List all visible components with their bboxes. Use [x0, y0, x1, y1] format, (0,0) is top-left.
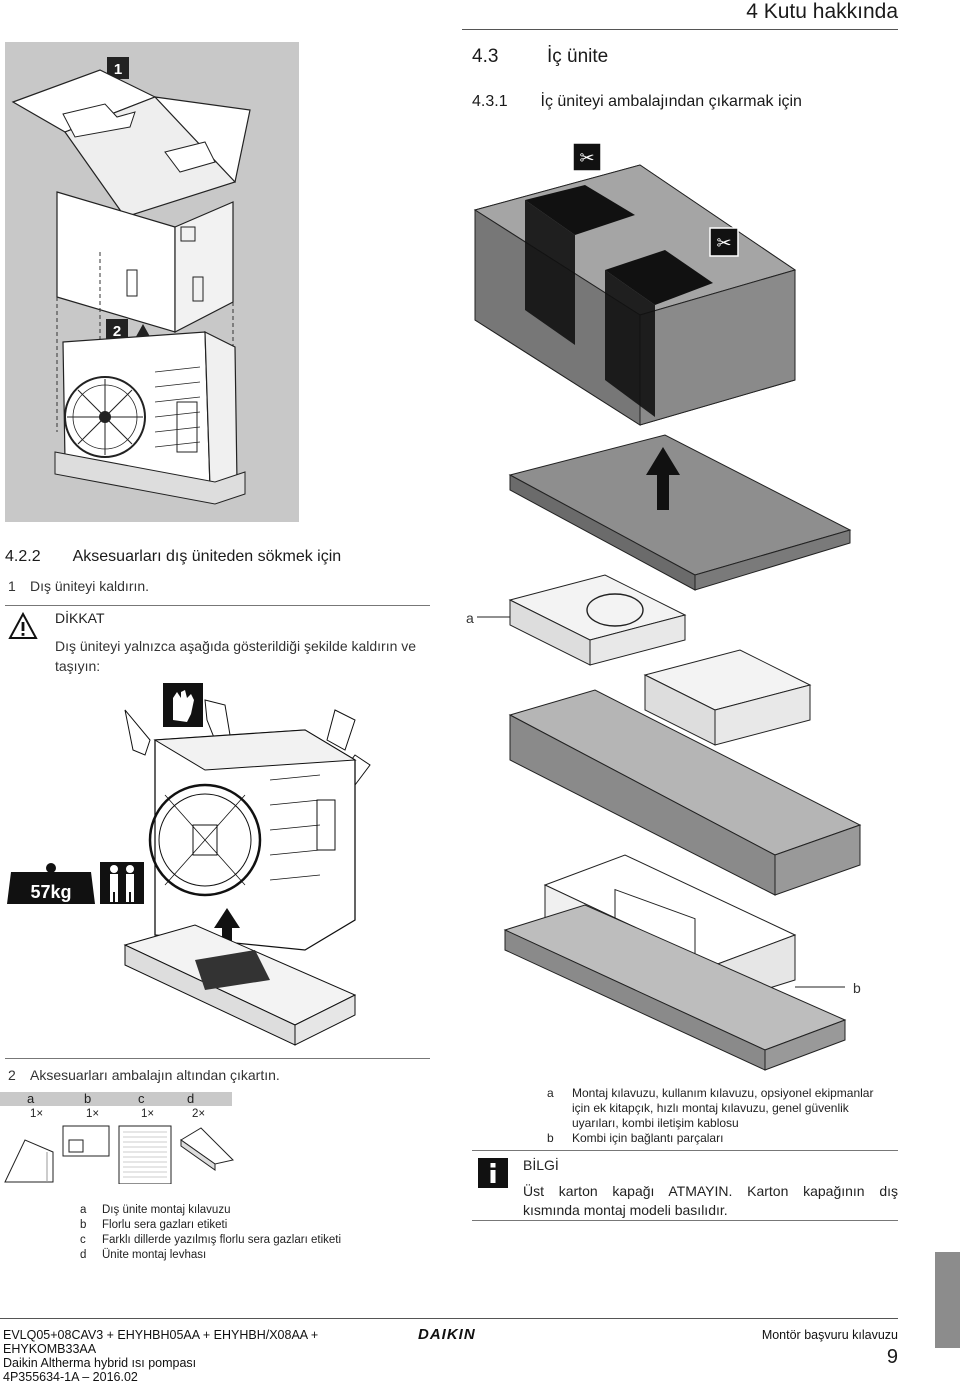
info-line: Üst karton kapağı ATMAYIN. Karton kapağı…	[523, 1183, 898, 1199]
legend-row: b Florlu sera gazları etiketi	[80, 1218, 341, 1233]
section-title: İç ünite	[546, 46, 609, 67]
chapter-title: 4 Kutu hakkında	[746, 0, 898, 23]
legend-key: d	[80, 1249, 87, 1261]
step2-rule	[5, 1058, 430, 1059]
legend-text: Montaj kılavuzu, kullanım kılavuzu, opsi…	[572, 1086, 873, 1131]
caution-text: Dış üniteyi yalnızca aşağıda gösterildiğ…	[55, 636, 416, 676]
step-number: 1	[8, 578, 16, 594]
section-number: 4.3	[472, 46, 499, 67]
footer-rule	[0, 1318, 898, 1319]
accessory-letter-c: c	[138, 1091, 145, 1106]
legend-key: a	[80, 1204, 87, 1216]
header-rule	[462, 29, 898, 30]
legend-row: c Farklı dillerde yazılmış florlu sera ga…	[80, 1233, 341, 1248]
caution-top-rule	[5, 605, 430, 606]
info-line: kısmında montaj modeli basılıdır.	[523, 1202, 728, 1218]
accessory-qty-a: 1×	[30, 1108, 44, 1120]
section-4-3-heading: 4.3 İç ünite	[472, 46, 608, 68]
legend-text: Florlu sera gazları etiketi	[102, 1219, 228, 1231]
footer-guide: Montör başvuru kılavuzu	[761, 1328, 898, 1342]
accessory-legend: a Dış ünite montaj kılavuzu b Florlu sera …	[80, 1203, 341, 1263]
step-number: 2	[8, 1067, 16, 1083]
section-title: Aksesuarları dış üniteden sökmek için	[72, 548, 342, 565]
side-tab-marker	[935, 1252, 960, 1348]
indoor-legend: a Montaj kılavuzu, kullanım kılavuzu, op…	[547, 1086, 873, 1146]
legend-key: b	[547, 1131, 554, 1145]
accessory-qty-b: 1×	[86, 1108, 100, 1120]
outdoor-unpacking-illustration: 1 2	[11, 57, 251, 505]
step-marker-2: 2	[113, 323, 121, 340]
scissors-icon	[572, 142, 602, 172]
callout-a: a	[466, 610, 474, 626]
scissors-icon	[709, 227, 739, 257]
indoor-exploded-illustration: ✂ ✂	[473, 142, 862, 1071]
svg-text:✂: ✂	[579, 148, 594, 169]
indoor-unpacking-figure: ✂ ✂	[465, 135, 885, 1080]
legend-row: a Montaj kılavuzu, kullanım kılavuzu, op…	[547, 1086, 873, 1131]
legend-key: b	[80, 1219, 87, 1231]
legend-key: c	[80, 1234, 86, 1246]
accessory-header-bar	[0, 1092, 232, 1106]
footer-product: Daikin Altherma hybrid ısı pompası	[3, 1356, 197, 1370]
legend-row: a Dış ünite montaj kılavuzu	[80, 1203, 341, 1218]
accessory-items	[3, 1122, 235, 1185]
weight-label: 57kg	[30, 882, 71, 902]
two-person-icon	[100, 862, 144, 904]
step-1: 1 Dış üniteyi kaldırın.	[8, 578, 149, 594]
section-title: İç üniteyi ambalajından çıkarmak için	[540, 93, 802, 110]
warning-icon	[8, 611, 38, 645]
accessory-qty-d: 2×	[192, 1108, 206, 1120]
footer-left: EVLQ05+08CAV3 + EHYHBH05AA + EHYHBH/X08A…	[3, 1328, 318, 1384]
info-top-rule	[472, 1150, 898, 1151]
outdoor-unpacking-figure: 1 2	[5, 42, 299, 522]
accessory-letter-a: a	[27, 1091, 35, 1106]
caution-title: DİKKAT	[55, 610, 105, 626]
legend-text: Dış ünite montaj kılavuzu	[102, 1204, 231, 1216]
legend-row: b Kombi için bağlantı parçaları	[547, 1131, 873, 1146]
legend-line: için ek kitapçık, hızlı montaj kılavuzu,…	[572, 1101, 849, 1115]
lifting-figure	[55, 680, 375, 1055]
legend-text: Ünite montaj levhası	[102, 1249, 207, 1261]
accessory-qty-c: 1×	[141, 1108, 155, 1120]
accessory-header: a b c d	[0, 1090, 232, 1110]
section-number: 4.3.1	[472, 93, 508, 110]
svg-text:✂: ✂	[716, 233, 731, 254]
legend-line: Montaj kılavuzu, kullanım kılavuzu, opsi…	[572, 1086, 874, 1100]
info-icon	[478, 1158, 508, 1188]
footer-model: EHYKOMB33AA	[3, 1342, 97, 1356]
legend-text: Kombi için bağlantı parçaları	[572, 1131, 724, 1145]
step-2: 2 Aksesuarları ambalajın altından çıkartı…	[8, 1067, 280, 1083]
lifting-illustration	[123, 683, 371, 1046]
footer-docnum: 4P355634-1A – 2016.02	[3, 1370, 138, 1384]
caution-line: Dış üniteyi yalnızca aşağıda gösterildiğ…	[55, 638, 417, 654]
accessory-letter-b: b	[84, 1091, 92, 1106]
accessory-letter-d: d	[187, 1091, 195, 1106]
callout-b: b	[853, 980, 861, 996]
info-text: Üst karton kapağı ATMAYIN. Karton kapağı…	[523, 1182, 898, 1220]
info-bottom-rule	[472, 1220, 898, 1221]
weight-icon: 57kg	[5, 862, 97, 904]
legend-key: a	[547, 1086, 554, 1100]
page-number: 9	[886, 1346, 898, 1368]
info-title: BİLGİ	[523, 1157, 559, 1173]
step-text: Aksesuarları ambalajın altından çıkartın…	[30, 1067, 280, 1083]
legend-row: d Ünite montaj levhası	[80, 1248, 341, 1263]
daikin-logo: DAIKIN	[418, 1326, 476, 1343]
caution-line: taşıyın:	[55, 658, 101, 674]
footer-model: EVLQ05+08CAV3 + EHYHBH05AA + EHYHBH/X08A…	[3, 1328, 319, 1342]
step-marker-1: 1	[114, 61, 122, 78]
section-4-2-2-heading: 4.2.2 Aksesuarları dış üniteden sökmek i…	[5, 548, 341, 566]
step-text: Dış üniteyi kaldırın.	[30, 578, 150, 594]
legend-line: uyarıları, kombi iletişim kablosu	[572, 1116, 739, 1130]
section-4-3-1-heading: 4.3.1 İç üniteyi ambalajından çıkarmak i…	[472, 93, 802, 111]
legend-text: Farklı dillerde yazılmış florlu sera gaz…	[102, 1234, 342, 1246]
section-number: 4.2.2	[5, 548, 41, 565]
